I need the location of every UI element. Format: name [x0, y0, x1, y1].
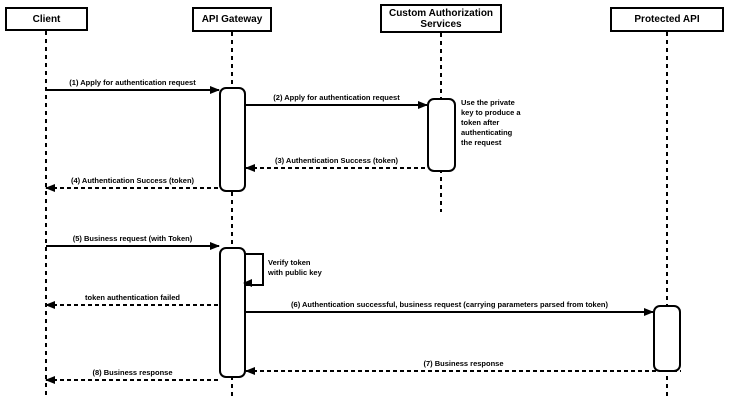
participant-protected-api: Protected API [610, 7, 724, 32]
message-2-label: (2) Apply for authentication request [273, 93, 400, 102]
lifeline-client [45, 31, 47, 397]
message-8-label: (8) Business response [92, 368, 173, 377]
participant-custom-authorization-services: Custom Authorization Services [380, 4, 502, 33]
message-1-line [46, 89, 219, 91]
message-5-label: (5) Business request (with Token) [72, 234, 193, 243]
activation-custom-authorization-services [427, 98, 456, 172]
arrowhead-left-icon [45, 184, 55, 192]
message-4-line [46, 187, 219, 189]
message-4-arrow: (4) Authentication Success (token) [45, 176, 219, 192]
arrowhead-left-icon [243, 279, 252, 287]
message-7-arrow: (7) Business response [245, 359, 681, 375]
message-8-line [46, 379, 219, 381]
message-7-label: (7) Business response [423, 359, 504, 368]
message-token-failed-arrow: token authentication failed [45, 293, 219, 309]
participant-client-label: Client [32, 13, 61, 25]
self-message-verify-token-label: Verify token with public key [268, 258, 322, 277]
arrowhead-left-icon [45, 301, 55, 309]
arrowhead-left-icon [245, 164, 255, 172]
participant-protected-api-label: Protected API [634, 14, 700, 25]
message-3-line [246, 167, 427, 169]
arrowhead-right-icon [644, 308, 654, 316]
arrowhead-right-icon [210, 86, 220, 94]
message-3-arrow: (3) Authentication Success (token) [245, 156, 427, 172]
lifeline-api-gateway [231, 32, 233, 397]
message-3-label: (3) Authentication Success (token) [274, 156, 399, 165]
arrowhead-right-icon [210, 242, 220, 250]
message-1-arrow: (1) Apply for authentication request [46, 78, 220, 94]
message-6-line [246, 311, 653, 313]
note-private-key: Use the private key to produce a token a… [461, 98, 521, 147]
message-8-arrow: (8) Business response [45, 368, 219, 384]
message-token-failed-label: token authentication failed [84, 293, 180, 302]
participant-custom-authorization-services-label: Custom Authorization Services [388, 7, 494, 30]
message-6-label: (6) Authentication successful, business … [291, 300, 608, 309]
message-7-line [246, 370, 681, 372]
activation-api-gateway-2 [219, 247, 246, 378]
participant-api-gateway-label: API Gateway [201, 14, 263, 25]
self-message-verify-token-loop [243, 253, 264, 287]
message-2-line [246, 104, 427, 106]
message-4-label: (4) Authentication Success (token) [70, 176, 195, 185]
arrowhead-right-icon [418, 101, 428, 109]
message-5-arrow: (5) Business request (with Token) [46, 234, 220, 250]
participant-client: Client [5, 7, 88, 31]
activation-api-gateway-1 [219, 87, 246, 192]
message-2-arrow: (2) Apply for authentication request [246, 93, 428, 109]
message-6-arrow: (6) Authentication successful, business … [246, 300, 654, 316]
participant-api-gateway: API Gateway [192, 7, 272, 32]
arrowhead-left-icon [45, 376, 55, 384]
lifeline-protected-api [666, 32, 668, 397]
message-1-label: (1) Apply for authentication request [69, 78, 196, 87]
message-token-failed-line [46, 304, 219, 306]
arrowhead-left-icon [245, 367, 255, 375]
message-5-line [46, 245, 219, 247]
